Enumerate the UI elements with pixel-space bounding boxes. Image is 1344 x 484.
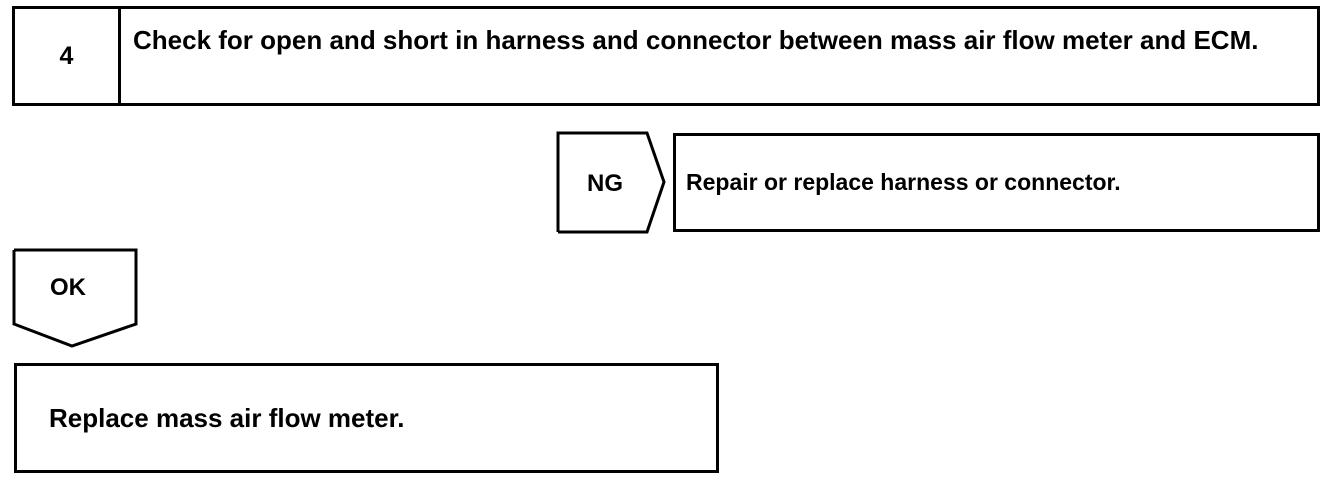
ng-result-text: Repair or replace harness or connector.: [686, 169, 1121, 195]
ok-result-text: Replace mass air flow meter.: [49, 402, 405, 433]
ok-result-box: Replace mass air flow meter.: [14, 363, 719, 473]
ng-label: NG: [587, 170, 623, 197]
ng-result-box: Repair or replace harness or connector.: [673, 133, 1320, 232]
ok-label: OK: [50, 274, 86, 301]
step-number: 4: [15, 9, 121, 103]
step-box: 4 Check for open and short in harness an…: [12, 6, 1320, 106]
step-description: Check for open and short in harness and …: [133, 25, 1259, 55]
